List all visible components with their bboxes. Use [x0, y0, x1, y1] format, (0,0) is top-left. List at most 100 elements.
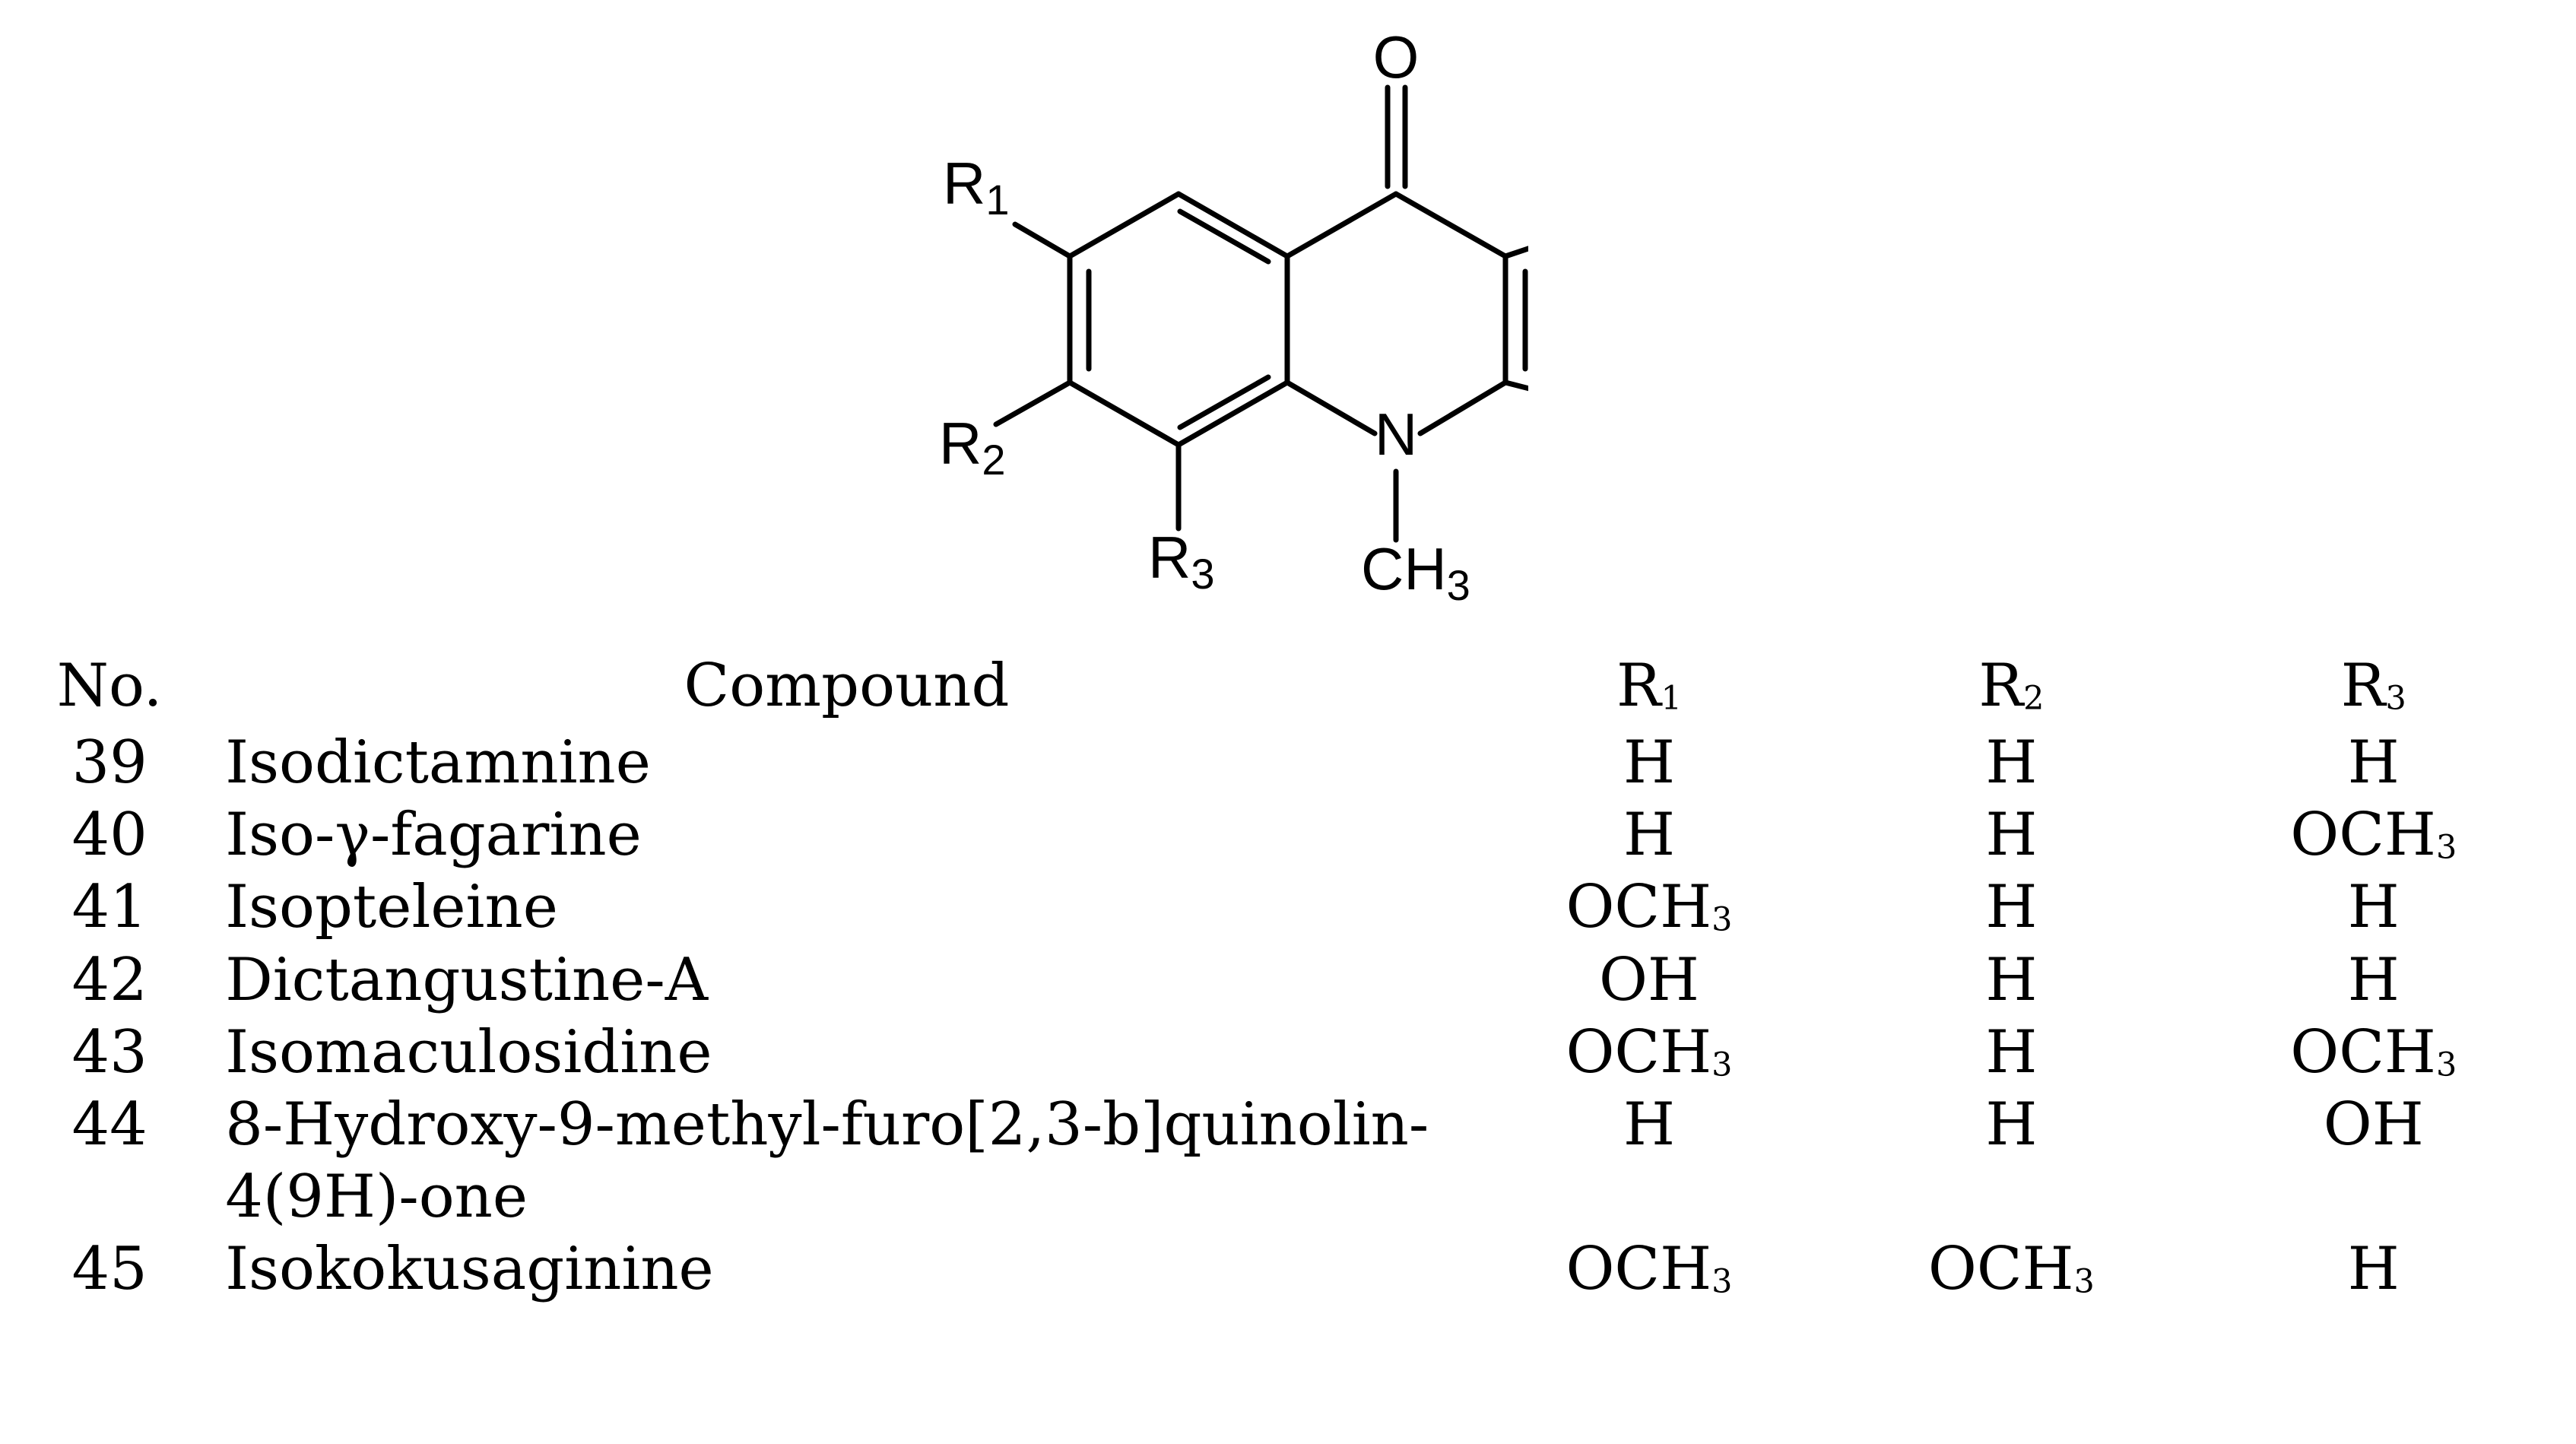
methyl-subscript: 3: [1447, 561, 1470, 609]
r1-text: OCH: [1566, 1235, 1712, 1304]
r1-sub-text: 3: [1712, 900, 1733, 939]
header-r2-label: R: [1978, 652, 2024, 720]
table-header-row: No. Compound R1 R2 R3: [30, 650, 2555, 727]
r3-value: OCH3: [2193, 1017, 2555, 1089]
r3-text: H: [2347, 728, 2400, 798]
bond-c4a-c5: [1175, 191, 1290, 259]
compound-name: 8-Hydroxy-9-methyl-furo[2,3-b]quinolin-4…: [225, 1090, 1429, 1232]
header-r2: R2: [1830, 650, 2192, 727]
r3-text: OCH: [2290, 801, 2436, 870]
compound-number: 39: [71, 728, 148, 798]
atom-carbonyl-oxygen: O: [1373, 24, 1420, 90]
r3-sub-text: 3: [2435, 828, 2457, 867]
r3-text: H: [2347, 1235, 2400, 1304]
header-r1-subscript: 1: [1661, 679, 1682, 718]
r1-text: H: [1623, 1090, 1675, 1159]
bond-c4-c4a: [1284, 191, 1399, 259]
r3-value: H: [2193, 1233, 2555, 1306]
atom-methyl: CH3: [1361, 535, 1470, 609]
r2-sub-text: 3: [2073, 1262, 2095, 1301]
table-row: 43 Isomaculosidine OCH3 H OCH3: [30, 1017, 2555, 1089]
atom-nitrogen: N: [1375, 401, 1417, 468]
r3-sub-text: 3: [2435, 1046, 2457, 1084]
header-compound: Compound: [684, 652, 1010, 720]
table-row: 41 Isopteleine OCH3 H H: [30, 871, 2555, 944]
compound-number: 40: [71, 801, 148, 870]
bond-c8a-n: [1284, 379, 1378, 436]
bond-c7-c8: [1067, 379, 1182, 448]
bond-c6-r1: [1012, 221, 1073, 259]
compound-name: Isopteleine: [225, 873, 558, 942]
bond-c8-c8a-inner: [1177, 374, 1271, 430]
r1-value: H: [1468, 1089, 1830, 1233]
compound-name: Isomaculosidine: [225, 1017, 712, 1087]
r2-value: OCH3: [1830, 1233, 2192, 1306]
r2-text: H: [1985, 801, 2038, 870]
r2-text: H: [1985, 1090, 2038, 1159]
chemical-structure: O O N CH3 R1 R2 R3: [939, 24, 1528, 609]
header-r1: R1: [1468, 650, 1830, 727]
bond-c4a-c5-inner: [1177, 208, 1271, 265]
r3-value: OCH3: [2193, 799, 2555, 871]
header-r3-subscript: 3: [2385, 679, 2406, 718]
bond-o1-c9a: [1502, 379, 1528, 392]
r2-text: H: [1985, 945, 2038, 1014]
compound-table: No. Compound R1 R2 R3 39 Isodictamnine H…: [30, 650, 2555, 1306]
r1-sub-text: 3: [1712, 1262, 1733, 1301]
table-row: 40 Iso-γ-fagarine H H OCH3: [30, 799, 2555, 871]
bond-n-c9a: [1417, 379, 1508, 436]
r1-value: H: [1468, 727, 1830, 799]
compound-number: 41: [71, 873, 148, 942]
r2-value: H: [1830, 1089, 2192, 1233]
table-row: 42 Dictangustine-A OH H H: [30, 944, 2555, 1017]
compound-number: 45: [71, 1235, 148, 1304]
r1-value: OCH3: [1468, 871, 1830, 944]
compound-number: 44: [71, 1090, 148, 1159]
structure-atoms: O O N CH3 R1 R2 R3: [939, 24, 1470, 609]
r1-subscript: 1: [985, 176, 1009, 224]
atom-r2: R2: [939, 410, 1006, 484]
table-row: 39 Isodictamnine H H H: [30, 727, 2555, 799]
r2-value: H: [1830, 1017, 2192, 1089]
r1-text: OCH: [1566, 873, 1712, 942]
methyl-label: CH: [1361, 535, 1447, 602]
bond-c4-c3a: [1393, 191, 1508, 259]
r3-subscript: 3: [1191, 550, 1214, 598]
r1-value: OCH3: [1468, 1017, 1830, 1089]
compound-number: 42: [71, 945, 148, 1014]
compound-name: Isokokusaginine: [225, 1235, 714, 1304]
r3-value: H: [2193, 727, 2555, 799]
compound-name: Dictangustine-A: [225, 945, 709, 1014]
compound-name: Iso-γ-fagarine: [225, 801, 642, 870]
bond-c5-c6: [1067, 191, 1182, 259]
compound-number: 43: [71, 1017, 148, 1087]
r3-text: H: [2347, 873, 2400, 942]
r1-value: OH: [1468, 944, 1830, 1017]
header-r1-label: R: [1616, 652, 1661, 720]
r2-label: R: [939, 410, 982, 477]
compound-name: Isodictamnine: [225, 728, 651, 798]
r3-value: H: [2193, 871, 2555, 944]
r1-text: OCH: [1566, 1017, 1712, 1087]
header-no: No.: [56, 652, 163, 720]
r1-text: H: [1623, 801, 1675, 870]
r3-label: R: [1148, 524, 1191, 591]
r1-label: R: [943, 150, 985, 217]
r2-text: H: [1985, 873, 2038, 942]
r3-text: OCH: [2290, 1017, 2436, 1087]
bond-c7-r2: [993, 379, 1073, 427]
r2-value: H: [1830, 871, 2192, 944]
r1-text: H: [1623, 728, 1675, 798]
structure-bonds: [993, 84, 1528, 543]
r2-value: H: [1830, 944, 2192, 1017]
r2-subscript: 2: [982, 436, 1005, 484]
r1-sub-text: 3: [1712, 1046, 1733, 1084]
table-row: 44 8-Hydroxy-9-methyl-furo[2,3-b]quinoli…: [30, 1089, 2555, 1233]
header-r3: R3: [2193, 650, 2555, 727]
atom-r3: R3: [1148, 524, 1215, 598]
atom-r1: R1: [943, 150, 1010, 224]
header-r2-subscript: 2: [2023, 679, 2045, 718]
r3-text: H: [2347, 945, 2400, 1014]
bond-c8-c8a: [1175, 379, 1290, 448]
r1-value: H: [1468, 799, 1830, 871]
